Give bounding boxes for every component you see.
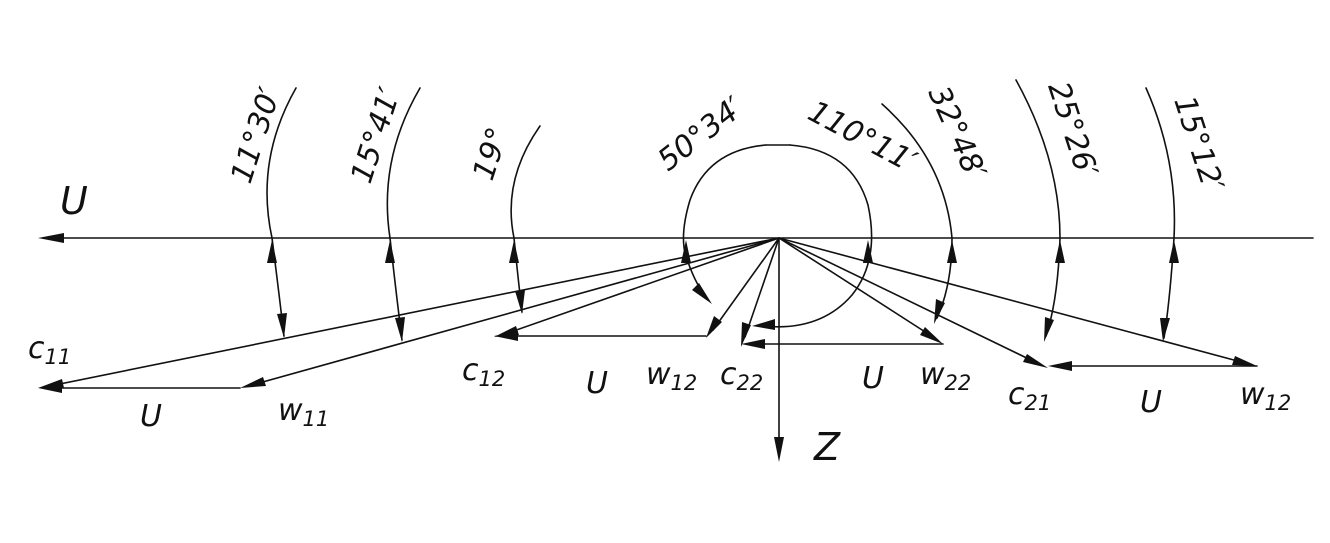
vector-w22-arrowhead <box>920 327 943 344</box>
arc-110-11-head-top <box>863 240 873 263</box>
arc-25-26 <box>1015 79 1061 337</box>
u-label-4: U <box>1140 385 1162 420</box>
label-c21: c21 <box>1008 377 1051 415</box>
u-axis-arrowhead <box>38 233 64 243</box>
arc-50-34-head-top <box>681 240 691 263</box>
arc-50-34-head-bottom <box>692 283 712 304</box>
u-vector-2-arrowhead <box>494 331 518 341</box>
label-w12-left: w12 <box>646 357 697 395</box>
vector-c11 <box>49 237 780 387</box>
u-vector-4-arrowhead <box>1048 361 1072 371</box>
u-label-2: U <box>586 366 608 401</box>
label-c22: c22 <box>720 357 763 395</box>
label-w12-right: w12 <box>1240 377 1291 415</box>
vector-w22 <box>778 237 934 338</box>
angle-arcs <box>266 79 1179 342</box>
arc-110-11-head-bottom <box>752 319 775 330</box>
angle-label-50-34: 50°34′ <box>651 90 750 178</box>
arc-25-26-head-bottom <box>1044 317 1054 342</box>
arc-15-12-head-bottom <box>1160 318 1170 342</box>
arc-11-30-head-bottom <box>277 313 287 338</box>
axis-labels: U Z <box>60 179 841 469</box>
arc-32-48-head-top <box>947 240 957 263</box>
arc-11-30-head-top <box>267 240 277 263</box>
vector-w12-right-arrowhead <box>1232 356 1257 366</box>
arc-15-41-head-top <box>385 240 395 263</box>
arc-15-41 <box>386 87 421 341</box>
vector-w12-left <box>712 237 780 331</box>
vector-w12-left-arrowhead <box>706 316 722 338</box>
arc-11-30 <box>266 87 297 337</box>
angle-label-110-11: 110°11′ <box>802 94 922 180</box>
arc-15-41-head-bottom <box>395 317 405 342</box>
u-labels: U U U U <box>140 361 1162 434</box>
vector-c22-arrowhead <box>741 322 751 347</box>
u-vectors <box>38 331 1258 393</box>
vector-w12-right <box>778 237 1246 364</box>
vector-c22 <box>744 237 780 338</box>
angle-label-25-26: 25°26′ <box>1040 78 1104 182</box>
label-w22: w22 <box>920 357 971 395</box>
angle-label-19: 19° <box>466 123 516 184</box>
angle-labels: 11°30′ 15°41′ 19° 50°34′ 110°11′ 32°48′ … <box>224 78 1230 196</box>
vector-c21 <box>778 237 1038 364</box>
arc-15-12-head-top <box>1169 240 1179 263</box>
label-c12: c12 <box>462 353 505 391</box>
label-c11: c11 <box>28 331 71 369</box>
vector-w11-arrowhead <box>240 377 266 388</box>
vector-c21-arrowhead <box>1023 354 1048 368</box>
u-vector-1-arrowhead <box>38 383 62 393</box>
angle-label-32-48: 32°48′ <box>921 81 993 185</box>
vector-labels: c11 w11 c12 w12 c22 w22 c21 w12 <box>28 331 1291 431</box>
u-label-1: U <box>140 399 162 434</box>
velocity-vectors <box>38 237 1257 388</box>
arc-19 <box>510 125 541 313</box>
arc-32-48 <box>881 103 953 319</box>
angle-label-15-12: 15°12′ <box>1166 92 1230 196</box>
axes <box>38 233 1314 462</box>
arc-15-12 <box>1145 87 1176 339</box>
u-vector-3-arrowhead <box>741 339 765 349</box>
vector-w11 <box>251 237 780 386</box>
arc-19-head-bottom <box>515 290 525 314</box>
angle-label-11-30: 11°30′ <box>224 83 288 187</box>
arc-19-head-top <box>509 240 519 263</box>
vector-c12 <box>504 237 780 335</box>
u-axis-label: U <box>60 179 88 223</box>
arc-50-34 <box>682 144 767 301</box>
arc-32-48-head-bottom <box>934 299 945 324</box>
z-axis-arrowhead <box>774 437 784 462</box>
arc-25-26-head-top <box>1055 240 1065 263</box>
u-label-3: U <box>862 361 884 396</box>
z-axis-label: Z <box>813 425 841 469</box>
label-w11: w11 <box>278 393 329 431</box>
